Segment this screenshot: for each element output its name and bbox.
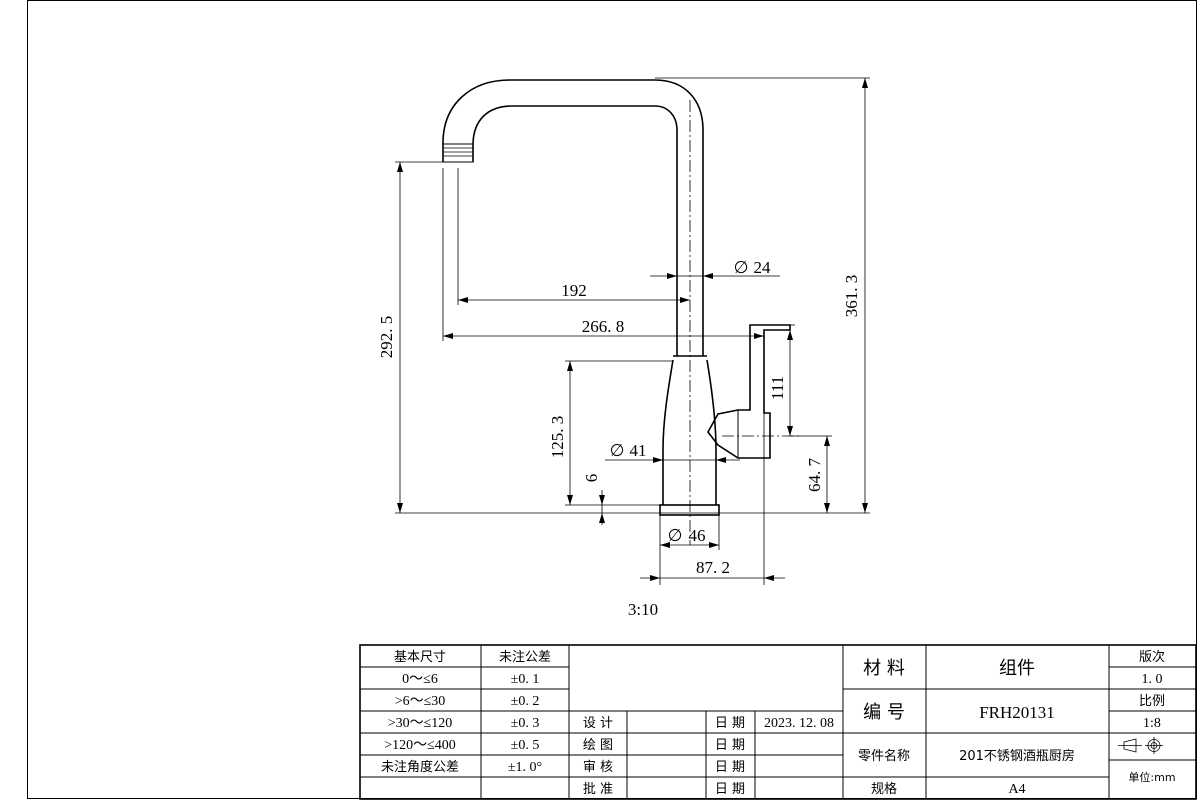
tol-row-value: ±0. 3 [511, 716, 540, 731]
part-name-label: 零件名称 [858, 748, 910, 764]
number-label: 编 号 [863, 702, 905, 723]
signoff-block: 设 计 日 期 2023. 12. 08 绘 图 日 期 审 核 日 期 批 准… [583, 716, 834, 797]
signoff-role: 审 核 [583, 760, 613, 775]
dim-125: 125. 3 [548, 416, 567, 459]
material-value: 组件 [999, 658, 1035, 679]
signoff-role: 设 计 [583, 716, 613, 731]
dim-292: 292. 5 [377, 316, 396, 359]
spec-value: A4 [1008, 782, 1025, 797]
tol-row-size: >30～≤120 [388, 716, 453, 731]
projection-symbol-icon [1118, 737, 1163, 754]
tol-row-value: ±0. 1 [511, 672, 540, 687]
dim-24: 24 [754, 258, 772, 277]
signoff-date: 2023. 12. 08 [764, 716, 834, 731]
dim-41-symbol: ∅ [610, 441, 625, 460]
tol-row-size: 0～≤6 [402, 672, 438, 687]
tol-row-value: ±0. 2 [511, 694, 540, 709]
dim-361: 361. 3 [842, 275, 861, 318]
version-value: 1. 0 [1142, 672, 1163, 687]
faucet-outline [442, 79, 791, 516]
part-name-value: 201不锈钢酒瓶厨房 [959, 748, 1075, 764]
version-label: 版次 [1139, 649, 1165, 665]
dim-24-symbol: ∅ [734, 258, 749, 277]
title-info: 材 料 组件 编 号 FRH20131 零件名称 201不锈钢酒瓶厨房 规格 A… [858, 649, 1176, 797]
dim-64: 64. 7 [805, 458, 824, 493]
tol-row-size: >6～≤30 [395, 694, 446, 709]
material-label: 材 料 [863, 658, 905, 679]
dim-87: 87. 2 [696, 558, 730, 577]
scale-note: 3:10 [628, 600, 658, 619]
unit-label: 单位:mm [1128, 770, 1175, 784]
signoff-date-label: 日 期 [715, 760, 745, 775]
dim-6: 6 [582, 474, 601, 483]
spec-label: 规格 [871, 781, 897, 797]
dimension-labels: 192 266. 8 ∅ 24 292. 5 361. 3 125. 3 111… [377, 258, 861, 619]
faucet-base [659, 504, 720, 516]
dim-111: 111 [768, 376, 787, 400]
tol-row-size: 未注角度公差 [381, 759, 459, 775]
dim-46: 46 [689, 526, 706, 545]
number-value: FRH20131 [979, 703, 1055, 722]
tol-row-size: >120～≤400 [384, 738, 456, 753]
title-block [359, 644, 1197, 800]
signoff-date-label: 日 期 [715, 716, 745, 731]
tol-row-value: ±0. 5 [511, 738, 540, 753]
signoff-date-label: 日 期 [715, 782, 745, 797]
dim-46-symbol: ∅ [668, 526, 683, 545]
tolerance-table: 基本尺寸 未注公差 0～≤6 ±0. 1 >6～≤30 ±0. 2 >30～≤1… [381, 650, 551, 775]
tol-header-size: 基本尺寸 [394, 650, 446, 665]
dim-192: 192 [561, 281, 587, 300]
ratio-label: 比例 [1139, 694, 1165, 709]
signoff-date-label: 日 期 [715, 738, 745, 753]
spout-nozzle [442, 143, 474, 163]
tol-row-value: ±1. 0° [508, 760, 542, 775]
ratio-value: 1:8 [1143, 716, 1161, 731]
tol-header-tolerance: 未注公差 [499, 650, 551, 665]
signoff-role: 批 准 [583, 782, 613, 797]
signoff-role: 绘 图 [583, 738, 613, 753]
dimension-lines [395, 77, 870, 585]
dim-266: 266. 8 [582, 317, 625, 336]
dim-41: 41 [630, 441, 647, 460]
